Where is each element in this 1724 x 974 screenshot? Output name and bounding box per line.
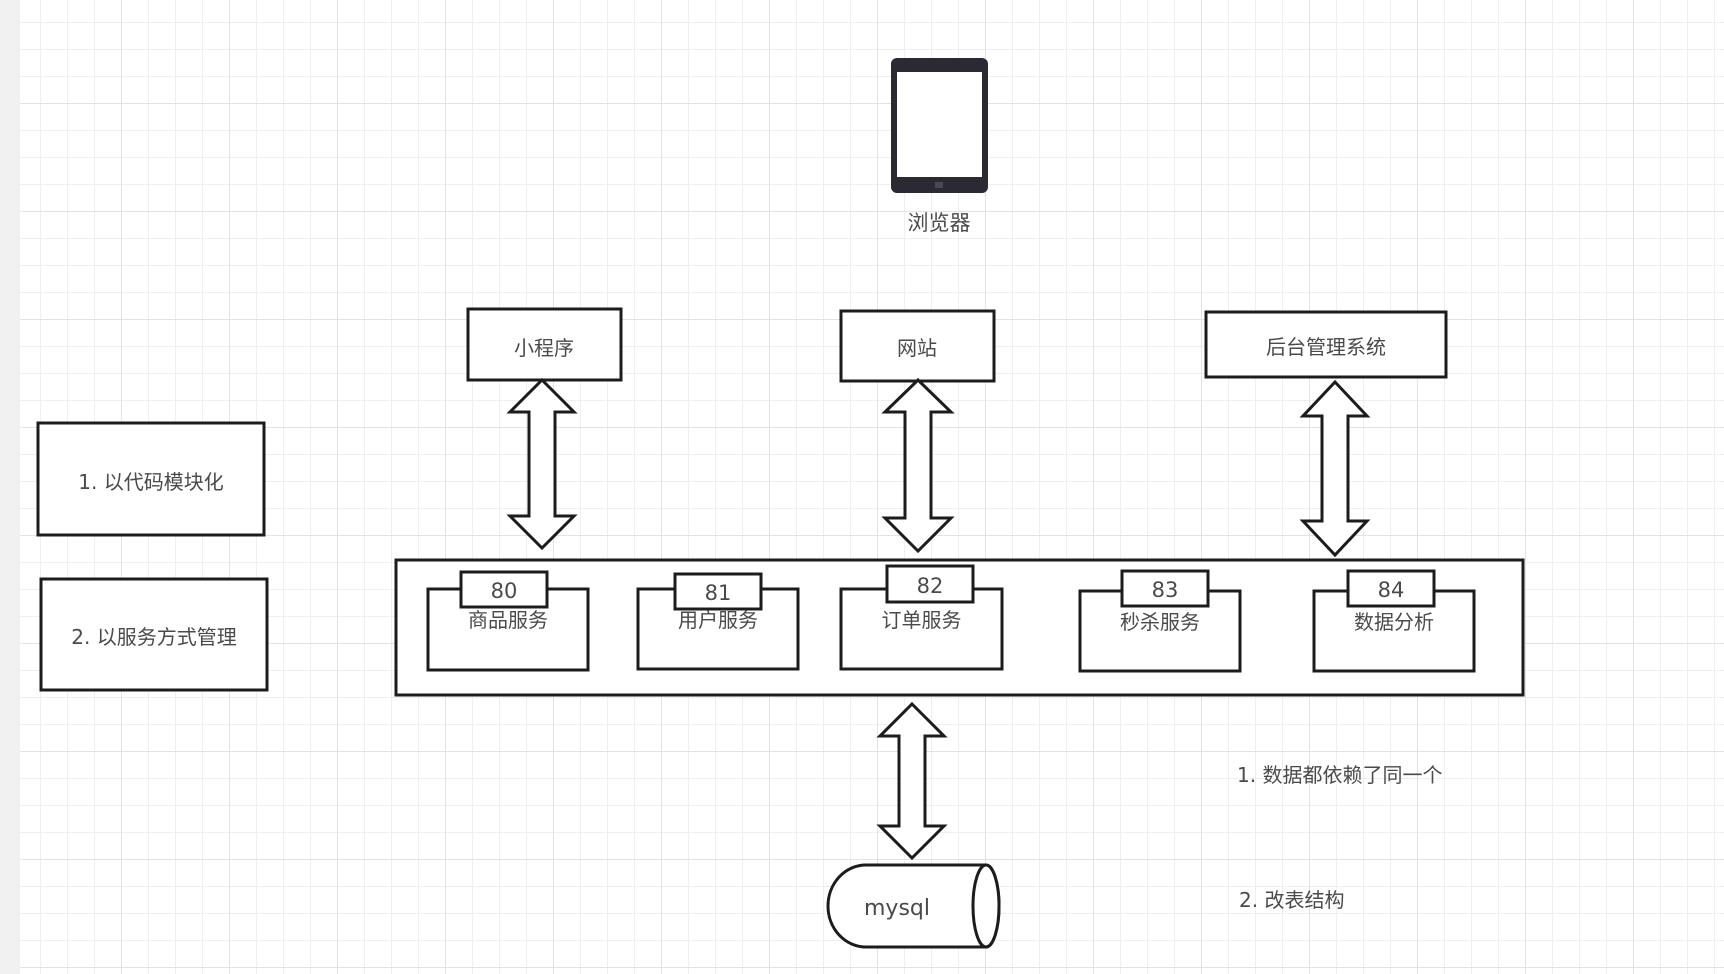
client-label: 网站 xyxy=(897,336,937,360)
tablet-icon xyxy=(891,58,988,193)
note-box-service-managed[interactable]: 2. 以服务方式管理 xyxy=(39,577,269,692)
client-label: 后台管理系统 xyxy=(1266,335,1386,359)
client-miniprogram[interactable]: 小程序 xyxy=(466,307,623,382)
port-tab xyxy=(1346,569,1436,608)
database-label: mysql xyxy=(864,896,930,921)
browser-label: 浏览器 xyxy=(908,211,971,235)
service-label: 数据分析 xyxy=(1354,610,1434,634)
port-tab xyxy=(885,564,975,604)
note-text-change-schema: 2. 改表结构 xyxy=(1239,888,1344,912)
service-node[interactable]: 80 商品服务 xyxy=(426,570,590,672)
port-tab xyxy=(673,572,763,611)
service-node[interactable]: 82 订单服务 xyxy=(839,564,1004,671)
note-text-shared-data: 1. 数据都依赖了同一个 xyxy=(1237,763,1442,787)
service-label: 商品服务 xyxy=(468,608,548,632)
port-label: 82 xyxy=(917,574,944,598)
client-website[interactable]: 网站 xyxy=(839,309,996,383)
port-label: 81 xyxy=(705,581,732,605)
database-cylinder-icon xyxy=(826,863,1001,949)
double-arrow-icon xyxy=(881,377,955,554)
database-mysql[interactable]: mysql xyxy=(826,863,1001,949)
port-label: 83 xyxy=(1152,578,1179,602)
browser-node[interactable]: 浏览器 xyxy=(891,58,988,235)
double-arrow-icon xyxy=(506,377,578,551)
port-tab xyxy=(1120,569,1210,608)
service-label: 秒杀服务 xyxy=(1120,610,1200,634)
double-arrow-icon xyxy=(1299,379,1371,558)
note-box-modular[interactable]: 1. 以代码模块化 xyxy=(36,421,266,537)
service-node[interactable]: 84 数据分析 xyxy=(1312,569,1476,673)
diagram-canvas[interactable]: 浏览器 小程序 网站 后台管理系统 1. 以代码模块化 2. 以服务方式管理 8… xyxy=(20,0,1724,974)
note-label: 2. 以服务方式管理 xyxy=(71,625,236,649)
service-node[interactable]: 81 用户服务 xyxy=(636,572,800,671)
port-label: 84 xyxy=(1378,578,1405,602)
double-arrow-icon xyxy=(876,701,948,861)
service-node[interactable]: 83 秒杀服务 xyxy=(1078,569,1242,673)
service-label: 订单服务 xyxy=(882,608,962,632)
client-label: 小程序 xyxy=(514,336,574,360)
note-label: 1. 以代码模块化 xyxy=(78,470,223,494)
service-label: 用户服务 xyxy=(678,608,758,632)
port-label: 80 xyxy=(491,579,518,603)
port-tab xyxy=(459,570,549,609)
client-admin[interactable]: 后台管理系统 xyxy=(1204,310,1448,379)
